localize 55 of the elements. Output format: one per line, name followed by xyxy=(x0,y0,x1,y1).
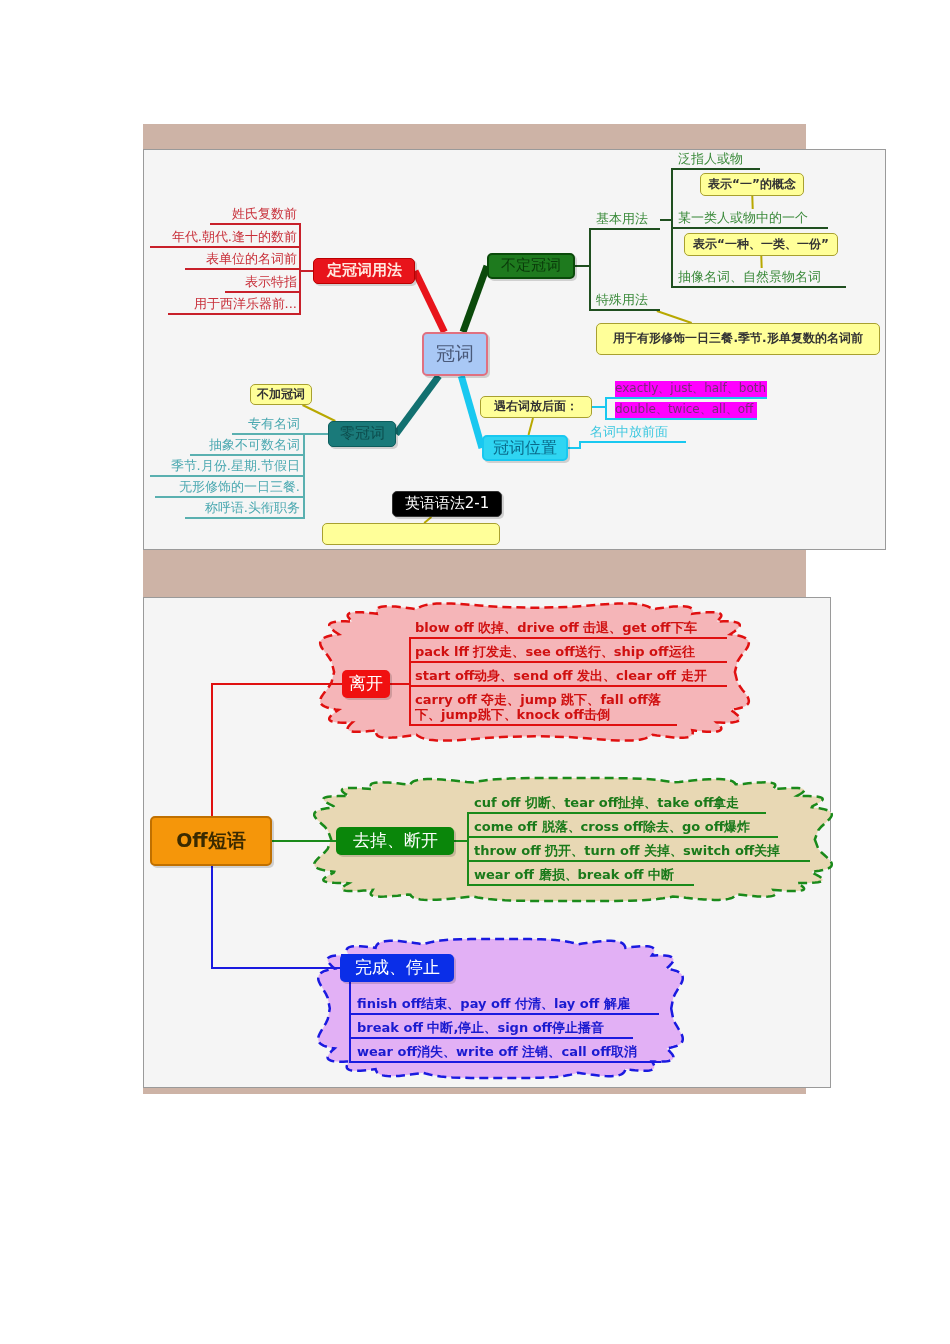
topic-box: 不定冠词 xyxy=(487,253,575,279)
callout-bubble: 遇右词放后面： xyxy=(480,396,592,418)
topic-box: 去掉、断开 xyxy=(336,827,454,855)
underlined-topic: exactly、just、half、both xyxy=(615,381,767,399)
callout-bubble: 表示“一种、一类、一份” xyxy=(684,233,838,256)
connector-line xyxy=(299,433,329,519)
connector-line xyxy=(574,265,597,311)
connector-line xyxy=(393,373,442,437)
callout-bubble: 用于有形修饰一日三餐.季节.形单复数的名词前 xyxy=(596,323,880,355)
underlined-topic: 年代.朝代.逢十的数前 xyxy=(150,229,297,248)
connector-line xyxy=(567,441,591,449)
underlined-topic: 表示特指 xyxy=(225,274,297,293)
underlined-topic: 无形修饰的一日三餐. xyxy=(155,479,300,498)
underlined-topic: finish off结束、pay off 付清、lay off 解雇 xyxy=(357,994,659,1015)
underlined-topic: 专有名词 xyxy=(232,416,300,435)
topic-box: Off短语 xyxy=(150,816,272,866)
underlined-topic: 名词中放前面 xyxy=(590,423,686,443)
underlined-topic: 季节.月份.星期.节假日 xyxy=(150,458,300,477)
connector-line xyxy=(659,219,679,288)
callout-bubble: 不加冠词 xyxy=(250,384,312,405)
connector-line xyxy=(296,270,314,315)
topic-box: 冠词 xyxy=(422,332,488,376)
topic-box: 定冠词用法 xyxy=(313,258,415,284)
underlined-topic: 表单位的名词前 xyxy=(185,251,297,270)
underlined-topic: wear off消失、write off 注销、call off取消 xyxy=(357,1042,661,1063)
connector-line xyxy=(349,981,358,1063)
topic-box: 完成、停止 xyxy=(340,954,454,982)
underlined-topic: 称呼语.头衔职务 xyxy=(185,500,300,519)
underlined-topic: 用于西洋乐器前... xyxy=(168,296,297,315)
underlined-topic: 抽像名词、自然景物名词 xyxy=(678,268,846,288)
underlined-topic: blow off 吹掉、drive off 击退、get off下车 xyxy=(415,618,727,639)
connector-line xyxy=(211,865,341,969)
underlined-topic: 抽象不可数名词 xyxy=(190,437,300,456)
underlined-topic: 泛指人或物 xyxy=(678,150,760,170)
underlined-topic: come off 脱落、cross off除去、go off爆炸 xyxy=(474,817,778,838)
underlined-topic: 基本用法 xyxy=(596,210,660,230)
underlined-topic: cuf off 切断、tear off扯掉、take off拿走 xyxy=(474,793,766,814)
connector-line xyxy=(453,840,475,886)
underlined-topic: pack lff 打发走、see off送行、ship off运往 xyxy=(415,642,727,663)
underlined-topic: 某一类人或物中的一个 xyxy=(678,209,828,229)
topic-box: 离开 xyxy=(342,670,390,698)
underlined-topic: start off动身、send off 发出、clear off 走开 xyxy=(415,666,727,687)
connector-line xyxy=(271,840,337,842)
underlined-topic: double、twice、all、off xyxy=(615,402,757,420)
underlined-topic: throw off 扔开、turn off 关掉、switch off关掉 xyxy=(474,841,810,862)
underlined-topic: wear off 磨损、break off 中断 xyxy=(474,865,694,886)
underlined-topic: 姓氏复数前 xyxy=(210,206,297,225)
underlined-topic: 特殊用法 xyxy=(596,291,660,311)
callout-bubble: 表示“一”的概念 xyxy=(700,173,804,196)
topic-box: 冠词位置 xyxy=(482,435,568,461)
topic-box: 英语语法2-1 xyxy=(392,491,502,517)
underlined-topic: break off 中断,停止、sign off停止播音 xyxy=(357,1018,633,1039)
underlined-topic: carry off 夺走、jump 跳下、fall off落下、jump跳下、knock off击倒 xyxy=(415,690,677,726)
callout-bubble xyxy=(322,523,500,545)
connector-line xyxy=(211,683,343,817)
